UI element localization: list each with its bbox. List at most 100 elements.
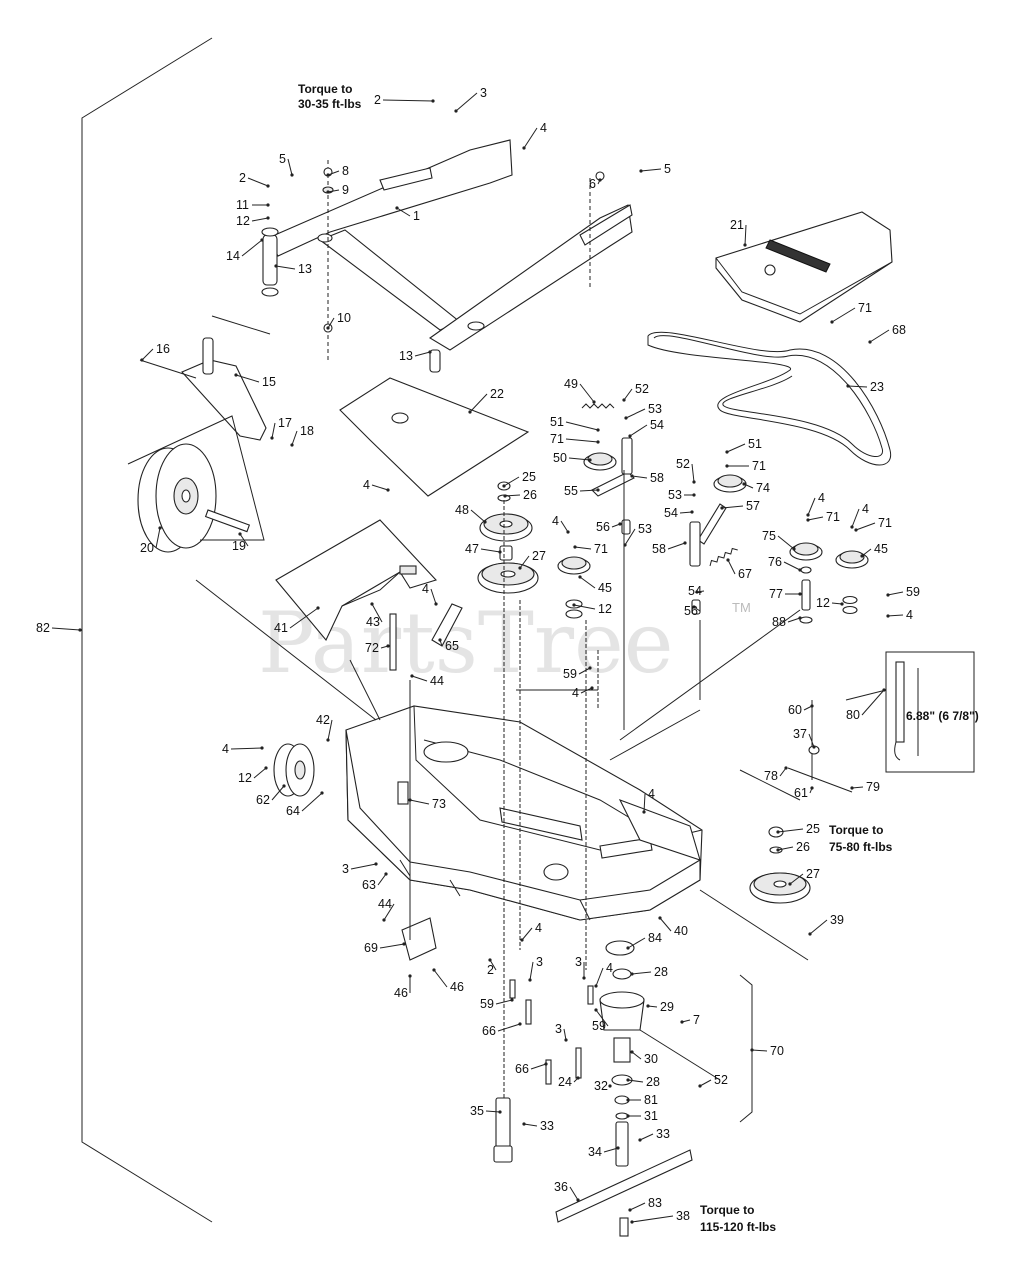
leader-line-59: [495, 999, 513, 1005]
wheel-assembly-outline: [127, 415, 265, 541]
callout-label-2: 2: [487, 963, 494, 977]
leader-dot-55: [596, 488, 600, 492]
leader-line-53: [624, 528, 636, 546]
leader-line-45: [861, 548, 872, 557]
leader-dot-53: [623, 543, 627, 547]
callout-label-55: 55: [564, 484, 578, 498]
bushing-14: [261, 227, 279, 297]
washer-88: [799, 616, 813, 624]
leader-line-59: [887, 591, 904, 596]
leader-line-59: [578, 667, 591, 675]
leader-line-59: [595, 1009, 609, 1027]
leader-dot-4: [566, 530, 570, 534]
leader-line-4: [580, 687, 593, 694]
callout-label-53: 53: [648, 402, 662, 416]
callout-label-40: 40: [674, 924, 688, 938]
wheel-bracket: [139, 337, 267, 441]
torque-note-mid-line2: 75-80 ft-lbs: [829, 840, 893, 854]
washer-12-right-a: [842, 595, 858, 605]
leader-dot-19: [238, 532, 242, 536]
callout-label-59: 59: [906, 585, 920, 599]
leader-line-2: [382, 99, 434, 102]
leader-dot-41: [316, 606, 320, 610]
leader-dot-53: [692, 493, 696, 497]
callout-label-68: 68: [892, 323, 906, 337]
callout-label-10: 10: [337, 311, 351, 325]
leader-dot-71: [806, 518, 810, 522]
leader-line-3: [455, 92, 478, 112]
leader-dot-80: [882, 688, 886, 692]
leader-dot-88: [798, 616, 802, 620]
torque-note-top-line2: 30-35 ft-lbs: [298, 97, 362, 111]
pivot-58-right: [689, 521, 701, 567]
torque-note-mid-line1: Torque to: [829, 823, 883, 837]
callout-label-38: 38: [676, 1209, 690, 1223]
leader-line-88: [787, 617, 801, 623]
leader-line-40: [659, 917, 672, 932]
leader-dot-2: [431, 99, 435, 103]
leader-dot-46: [408, 974, 412, 978]
assembly-70-bracket: [739, 974, 753, 1123]
callout-label-46: 46: [450, 980, 464, 994]
leader-dot-4: [386, 488, 390, 492]
callout-label-50: 50: [553, 451, 567, 465]
pulley-27-right: [749, 872, 811, 904]
callout-label-27: 27: [806, 867, 820, 881]
callout-label-54: 54: [688, 584, 702, 598]
leader-dot-13: [428, 350, 432, 354]
leader-dot-18: [290, 443, 294, 447]
leader-dot-4: [522, 146, 526, 150]
leader-line-21: [744, 224, 747, 246]
leader-dot-49: [592, 400, 596, 404]
leader-line-30: [631, 1051, 642, 1060]
leader-line-4: [371, 484, 389, 491]
callout-label-11: 11: [236, 198, 249, 212]
bushing-13: [429, 349, 441, 373]
leader-dot-25: [776, 830, 780, 834]
leader-line-54: [679, 511, 693, 514]
leader-dot-72: [386, 644, 390, 648]
callout-label-4: 4: [363, 478, 370, 492]
callout-label-20: 20: [140, 541, 154, 555]
leader-line-58: [631, 475, 648, 479]
hitch-frame: [267, 139, 633, 360]
callout-label-33: 33: [656, 1127, 670, 1141]
callout-label-14: 14: [226, 249, 240, 263]
leader-dot-34: [616, 1146, 620, 1150]
callout-label-53: 53: [668, 488, 682, 502]
leader-dot-23: [846, 384, 850, 388]
callout-label-51: 51: [550, 415, 564, 429]
callout-label-4: 4: [648, 787, 655, 801]
leader-line-13: [414, 351, 431, 357]
leader-line-51: [726, 443, 746, 453]
callout-label-45: 45: [874, 542, 888, 556]
callout-label-17: 17: [278, 416, 292, 430]
leader-dot-22: [468, 410, 472, 414]
leader-dot-11: [266, 203, 270, 207]
callout-label-3: 3: [342, 862, 349, 876]
leader-dot-4: [594, 984, 598, 988]
washer-26-right: [769, 846, 783, 854]
leader-line-23: [847, 385, 868, 388]
callout-label-76: 76: [768, 555, 782, 569]
callout-label-4: 4: [422, 582, 429, 596]
callout-label-70: 70: [770, 1044, 784, 1058]
washer-12-right-b: [842, 605, 858, 615]
bushing-76: [800, 566, 812, 574]
idler-pulley-50: [583, 452, 617, 471]
leader-line-15: [235, 374, 260, 383]
callout-label-69: 69: [364, 941, 378, 955]
callout-label-4: 4: [535, 921, 542, 935]
leader-line-71: [855, 522, 876, 531]
leader-dot-57: [720, 506, 724, 510]
leader-dot-60: [810, 704, 814, 708]
callout-label-81: 81: [644, 1093, 658, 1107]
leader-dot-37: [812, 745, 816, 749]
idler-pulley-45-right: [835, 550, 869, 569]
leader-dot-7: [680, 1020, 684, 1024]
leader-dot-50: [588, 458, 592, 462]
leader-dot-4: [886, 614, 890, 618]
callout-label-46: 46: [394, 986, 408, 1000]
callout-label-25: 25: [522, 470, 536, 484]
leader-line-80: [861, 689, 885, 716]
